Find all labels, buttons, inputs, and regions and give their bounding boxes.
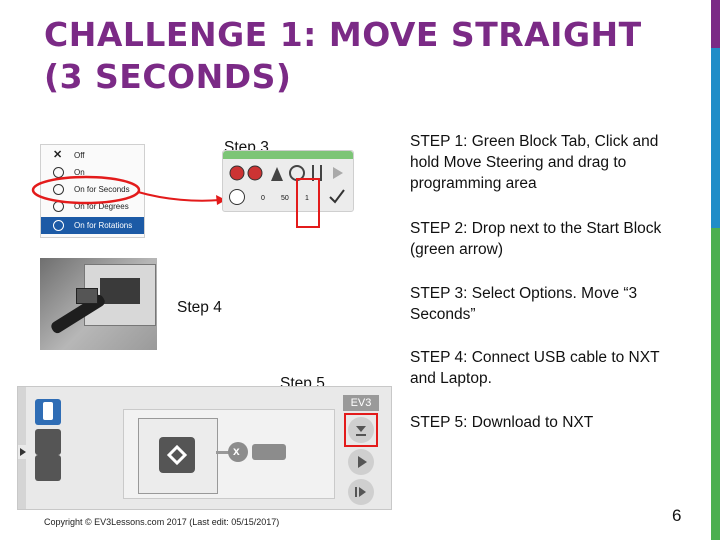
rotations-icon <box>53 220 64 231</box>
expand-arrow-icon[interactable] <box>18 445 28 459</box>
start-icon <box>159 437 195 473</box>
info-icon[interactable] <box>35 399 61 425</box>
download-run-button[interactable] <box>348 449 374 475</box>
brick-ports-icon[interactable] <box>35 429 61 455</box>
menu-item-on[interactable]: On <box>41 164 144 181</box>
sequence-wire <box>216 451 234 454</box>
step-2-text: STEP 2: Drop next to the Start Block (gr… <box>410 220 662 258</box>
seconds-highlight-box <box>296 178 320 228</box>
accent-bar-purple <box>711 0 720 48</box>
program-canvas[interactable]: x <box>123 409 335 499</box>
title-line-1: CHALLENGE 1: MOVE STRAIGHT <box>44 15 642 54</box>
clock-icon <box>229 189 245 205</box>
download-highlight-box <box>344 413 378 447</box>
on-icon <box>53 167 64 178</box>
pointer-arrow-icon <box>137 191 226 205</box>
move-options-menu: ✕ Off On On for Seconds On for Degrees O… <box>40 144 145 238</box>
clock-icon <box>53 184 64 195</box>
run-selected-button[interactable] <box>348 479 374 505</box>
ev3-brand-label: EV3 <box>343 395 379 411</box>
menu-item-on-for-rotations[interactable]: On for Rotations <box>41 217 144 234</box>
menu-item-on-for-seconds[interactable]: On for Seconds <box>41 181 144 198</box>
accent-bar-green <box>711 228 720 540</box>
brake-check-icon <box>329 189 345 204</box>
block-value-power: 50 <box>281 195 289 202</box>
block-value-seconds: 1 <box>305 195 309 202</box>
close-icon: ✕ <box>53 149 63 161</box>
title-line-2: (3 SECONDS) <box>44 57 292 96</box>
highlight-ellipse <box>31 175 141 205</box>
slide-title: CHALLENGE 1: MOVE STRAIGHT (3 SECONDS) <box>44 14 684 98</box>
step-4-label: Step 4 <box>177 299 222 316</box>
usb-plug-icon <box>252 444 286 460</box>
brick-files-icon[interactable] <box>35 455 61 481</box>
motor-icons <box>229 165 343 181</box>
block-value-steering: 0 <box>261 195 265 202</box>
download-button[interactable] <box>348 417 374 443</box>
block-tab <box>223 151 353 159</box>
step-3-text: STEP 3: Select Options. Move “3 Seconds” <box>410 285 638 323</box>
step-1-text: STEP 1: Green Block Tab, Click and hold … <box>410 133 659 192</box>
page-number: 6 <box>672 506 682 525</box>
delete-icon[interactable]: x <box>228 442 248 462</box>
usb-cable-photo <box>40 258 157 350</box>
step-4-text: STEP 4: Connect USB cable to NXT and Lap… <box>410 349 660 387</box>
move-steering-block[interactable]: 0 50 1 <box>222 150 354 212</box>
step-5-text: STEP 5: Download to NXT <box>410 414 594 431</box>
start-block <box>138 418 218 494</box>
copyright-text: Copyright © EV3Lessons.com 2017 (Last ed… <box>44 517 280 527</box>
ev3-software-panel: x EV3 <box>17 386 392 510</box>
menu-item-off[interactable]: ✕ Off <box>41 147 144 164</box>
accent-bar-blue <box>711 48 720 228</box>
